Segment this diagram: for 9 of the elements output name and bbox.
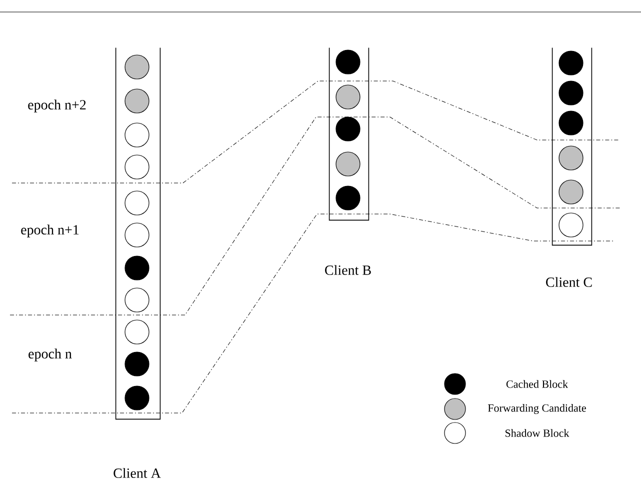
epoch-label: epoch n — [28, 348, 72, 362]
legend-label: Forwarding Candidate — [488, 404, 586, 414]
client-column: Client A — [114, 47, 161, 478]
client-column: Client C — [546, 47, 592, 287]
epoch-label: epoch n+1 — [21, 224, 79, 238]
legend-label: Cached Block — [506, 380, 568, 388]
client-column: Client B — [325, 47, 371, 275]
legend-label: Shadow Block — [506, 429, 570, 437]
epoch-label: epoch n+2 — [28, 100, 86, 112]
